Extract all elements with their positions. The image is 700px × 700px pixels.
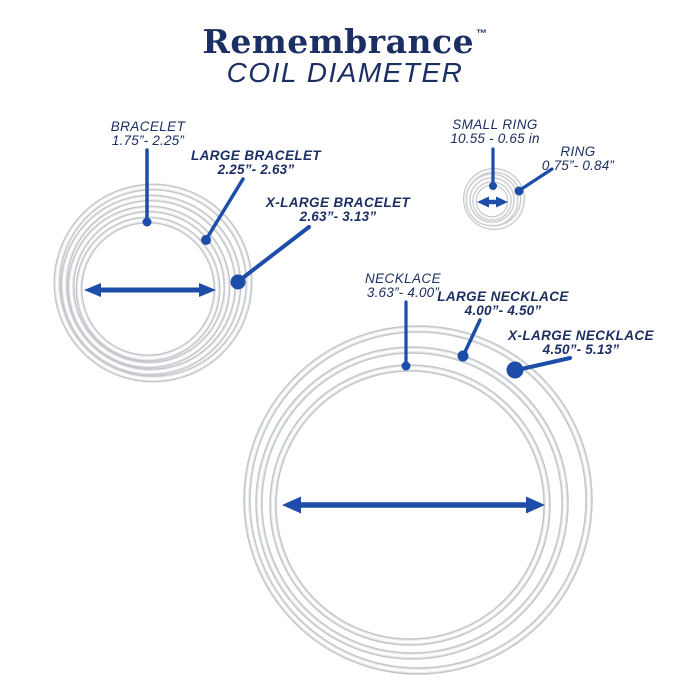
necklace-dot: [401, 361, 411, 371]
bracelet-diameter-arrow: [84, 283, 216, 297]
label-large-bracelet-range: 2.25”- 2.63”: [217, 162, 295, 177]
arrowhead-left: [282, 496, 301, 514]
arrowhead-right: [496, 196, 508, 208]
arrowhead-right: [526, 496, 545, 514]
label-large-bracelet: LARGE BRACELET 2.25”- 2.63”: [191, 149, 321, 177]
label-small-ring-range: 10.55 - 0.65 in: [450, 131, 540, 146]
arrowhead-right: [199, 283, 216, 297]
large-necklace-leader-line: [462, 318, 482, 356]
label-necklace: NECKLACE 3.63”- 4.00”: [365, 272, 441, 300]
leader-lines: [145, 147, 572, 372]
brand-name: Remembrance: [202, 22, 475, 61]
label-large-necklace-range: 4.00”- 4.50”: [464, 303, 542, 318]
label-large-necklace: LARGE NECKLACE 4.00”- 4.50”: [437, 290, 569, 318]
label-small-ring-name: SMALL RING: [452, 117, 538, 132]
label-xlarge-necklace-range: 4.50”- 5.13”: [542, 342, 620, 357]
label-ring-name: RING: [560, 144, 596, 159]
xlarge-necklace-dot: [506, 361, 524, 379]
arrowhead-left: [84, 283, 101, 297]
label-xlarge-bracelet-range: 2.63”- 3.13”: [299, 209, 377, 224]
label-xlarge-bracelet-name: X-LARGE BRACELET: [265, 195, 411, 210]
xlarge-necklace-leader-line: [515, 356, 572, 372]
ring-leader-line: [518, 167, 554, 192]
xlarge-bracelet-dot: [230, 274, 246, 290]
large-necklace-dot: [457, 350, 469, 362]
label-large-bracelet-name: LARGE BRACELET: [190, 148, 322, 163]
label-ring: RING 0.75”- 0.84”: [542, 145, 614, 173]
necklace-coil: [243, 325, 593, 675]
ring-dot: [514, 186, 524, 196]
large-bracelet-dot: [201, 235, 211, 245]
label-xlarge-bracelet: X-LARGE BRACELET 2.63”- 3.13”: [266, 196, 410, 224]
label-necklace-name: NECKLACE: [365, 271, 441, 286]
label-necklace-range: 3.63”- 4.00”: [366, 285, 440, 300]
label-xlarge-necklace: X-LARGE NECKLACE 4.50”- 5.13”: [508, 329, 654, 357]
small-ring-diameter-arrow: [477, 196, 508, 208]
label-bracelet-range: 1.75”- 2.25”: [111, 133, 185, 148]
necklace-diameter-arrow: [282, 496, 545, 514]
arrowhead-left: [477, 196, 489, 208]
trademark-symbol: ™: [476, 28, 488, 40]
label-small-ring: SMALL RING 10.55 - 0.65 in: [450, 118, 539, 146]
page-subtitle: COIL DIAMETER: [226, 57, 464, 88]
large-bracelet-leader-line: [205, 177, 245, 240]
leader-dots: [142, 182, 524, 379]
label-xlarge-necklace-name: X-LARGE NECKLACE: [508, 328, 654, 343]
xlarge-bracelet-leader-line: [238, 225, 311, 282]
label-bracelet-name: BRACELET: [110, 119, 186, 134]
label-large-necklace-name: LARGE NECKLACE: [437, 289, 569, 304]
label-ring-range: 0.75”- 0.84”: [541, 158, 615, 173]
small-ring-dot: [489, 182, 497, 190]
bracelet-dot: [142, 217, 152, 227]
label-bracelet: BRACELET 1.75”- 2.25”: [111, 120, 185, 148]
